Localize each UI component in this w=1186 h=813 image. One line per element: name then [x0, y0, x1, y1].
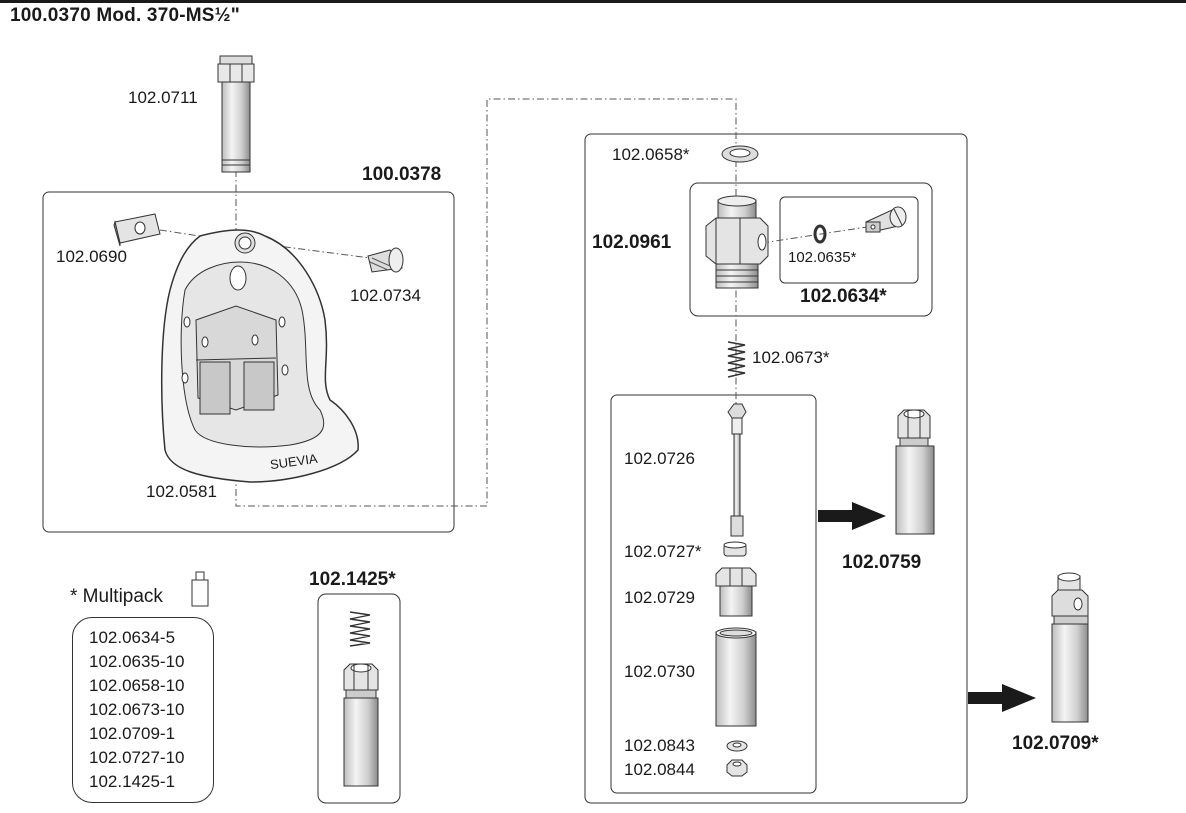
valve-assembly-panel: [584, 133, 968, 804]
label-100-0378: 100.0378: [362, 164, 442, 185]
bowl-assembly-panel: [42, 191, 455, 533]
label-102-0673: 102.0673*: [752, 348, 830, 367]
washer-0843-part: [726, 740, 748, 752]
ring-0727-part: [723, 541, 747, 557]
label-102-0581: 102.0581: [146, 482, 217, 501]
label-102-0727: 102.0727*: [624, 542, 702, 561]
o-ring-and-screw-0635-part: [813, 206, 907, 244]
spring-0673-part: [727, 341, 746, 378]
drinking-bowl-0581-part: [160, 229, 359, 483]
assembly-0709-part: [1051, 572, 1089, 723]
pipe-0711-part: [217, 55, 255, 173]
axis-line-screw: [761, 224, 881, 244]
top-rule: [0, 0, 1186, 3]
label-102-0709: 102.0709*: [1012, 733, 1099, 754]
tappet-panel: [610, 394, 817, 794]
label-102-1425: 102.1425*: [309, 569, 396, 590]
square-nut-0690-part: [113, 213, 161, 247]
label-102-0726: 102.0726: [624, 449, 695, 468]
kit-1425-part: [343, 611, 379, 787]
label-102-0843: 102.0843: [624, 736, 695, 755]
valve-body-panel: [689, 182, 933, 317]
tappet-pin-0726-part: [727, 403, 747, 537]
multipack-icon: [191, 571, 209, 607]
multipack-list: 102.0634-5 102.0635-10 102.0658-10 102.0…: [72, 617, 214, 803]
label-102-0730: 102.0730: [624, 662, 695, 681]
label-102-0658: 102.0658*: [612, 145, 690, 164]
label-102-0711: 102.0711: [128, 88, 198, 107]
arrow-to-0759: [818, 502, 886, 530]
multipack-item: 102.0635-10: [89, 652, 185, 671]
label-102-0734: 102.0734: [350, 286, 421, 305]
guide-0729-part: [715, 567, 757, 617]
multipack-item: 102.0709-1: [89, 724, 176, 743]
valve-body-0961-part: [705, 195, 769, 289]
label-102-0729: 102.0729: [624, 588, 695, 607]
multipack-title: * Multipack: [70, 586, 163, 607]
assembly-0759-part: [895, 409, 935, 535]
multipack-item: 102.1425-1: [89, 772, 176, 791]
sleeve-0730-part: [715, 627, 757, 727]
countersunk-bolt-0734-part: [367, 247, 404, 273]
multipack-item: 102.0658-10: [89, 676, 185, 695]
label-102-0635: 102.0635*: [788, 249, 857, 266]
multipack-item: 102.0727-10: [89, 748, 185, 767]
page-title: 100.0370 Mod. 370-MS½": [10, 5, 240, 26]
multipack-item: 102.0673-10: [89, 700, 185, 719]
lock-washer-0658-part: [721, 145, 759, 163]
nut-0844-part: [726, 759, 748, 777]
multipack-item: 102.0634-5: [89, 628, 176, 647]
arrow-to-0709: [968, 684, 1036, 712]
label-102-0759: 102.0759: [842, 552, 922, 573]
label-102-0690: 102.0690: [56, 247, 127, 266]
label-102-0634: 102.0634*: [800, 286, 887, 307]
label-102-0844: 102.0844: [624, 760, 695, 779]
label-102-0961: 102.0961: [592, 232, 672, 253]
kit-1425-panel: [317, 593, 401, 804]
